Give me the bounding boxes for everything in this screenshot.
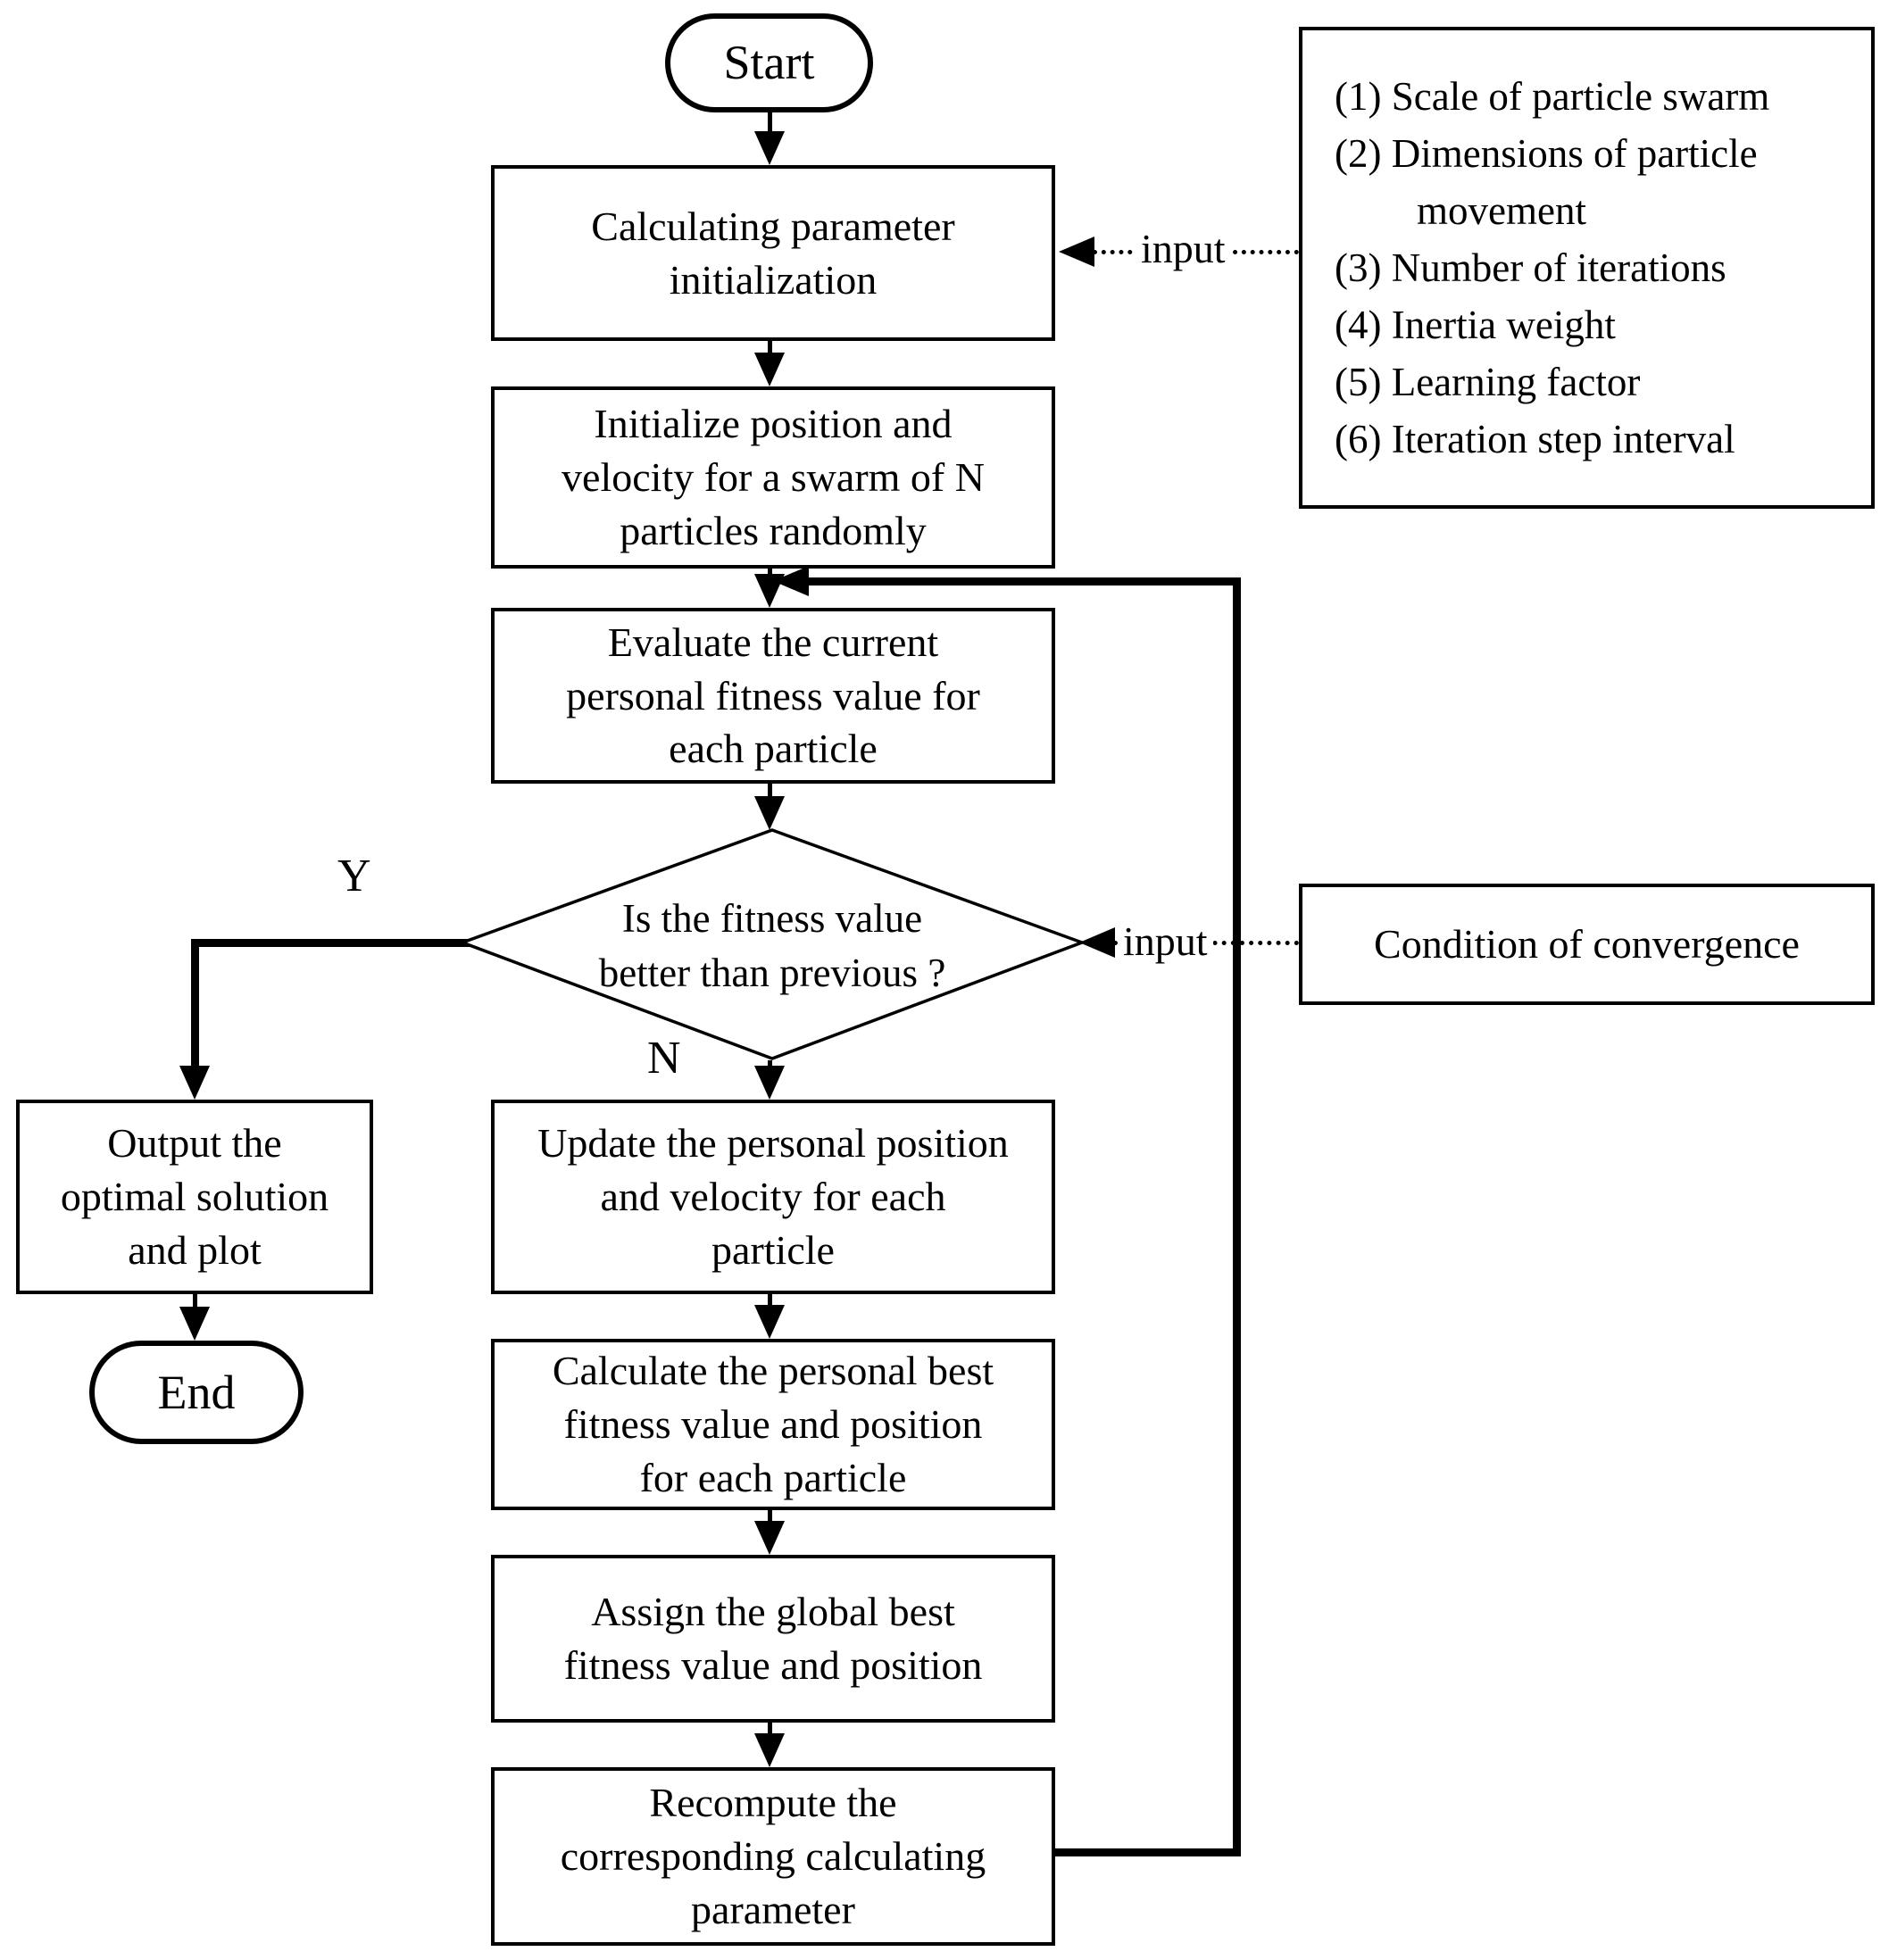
parameter-item-4: (4) Inertia weight [1335,303,1616,347]
start-node: Start [665,13,873,112]
arrowhead-global-best-to-recompute [754,1733,785,1767]
arrowhead-start-to-init-params [754,131,785,165]
yes-edge-label: Y [337,851,371,901]
parameter-item-2: (2) Dimensions of particle movement [1335,131,1758,233]
input-label-convergence: input [1118,918,1213,965]
parameter-item-3: (3) Number of iterations [1335,245,1726,290]
line-start-to-init-params [768,112,772,137]
line-output-to-end [193,1294,197,1310]
decision-diamond-shape [457,828,1087,1060]
yes-branch-line-vertical [191,939,199,1069]
arrowhead-output-to-end [179,1307,210,1341]
arrowhead-update-to-personal-best [754,1305,785,1339]
input-label-parameters: input [1136,225,1231,272]
line-global-best-to-recompute [768,1723,772,1737]
global-best-node: Assign the global best fitness value and… [491,1555,1055,1723]
init-swarm-node: Initialize position and velocity for a s… [491,386,1055,569]
parameter-item-1: (1) Scale of particle swarm [1335,74,1770,119]
decision-node: Is the fitness value better than previou… [598,896,946,995]
arrowhead-evaluate-to-decision [754,796,785,830]
evaluate-node: Evaluate the current personal fitness va… [491,608,1055,784]
parameters-list-box: (1) Scale of particle swarm (2) Dimensio… [1299,27,1875,509]
end-node: End [89,1341,304,1444]
parameter-item-6: (6) Iteration step interval [1335,417,1735,461]
convergence-box: Condition of convergence [1299,884,1875,1005]
parameter-item-5: (5) Learning factor [1335,360,1641,404]
update-node: Update the personal position and velocit… [491,1100,1055,1294]
arrowhead-init-params-to-init-swarm [754,353,785,386]
line-personal-best-to-global-best [768,1510,772,1524]
arrowhead-personal-best-to-global-best [754,1521,785,1555]
arrowhead-yes-to-output [179,1066,210,1100]
init-params-node: Calculating parameter initialization [491,165,1055,341]
output-node: Output the optimal solution and plot [16,1100,373,1294]
arrowhead-decision-to-update [754,1066,785,1100]
recompute-node: Recompute the corresponding calculating … [491,1767,1055,1946]
line-update-to-personal-best [768,1294,772,1308]
line-init-params-to-init-swarm [768,341,772,359]
yes-branch-line-horizontal [195,939,478,947]
loopback-line-vertical [1233,577,1241,1856]
loopback-line-bottom [1055,1848,1241,1856]
arrowhead-input-parameters [1059,237,1094,267]
loopback-line-top [803,577,1241,586]
personal-best-node: Calculate the personal best fitness valu… [491,1339,1055,1510]
line-evaluate-to-decision [768,784,772,801]
no-edge-label: N [647,1033,681,1084]
arrowhead-junction-to-evaluate [754,574,785,608]
